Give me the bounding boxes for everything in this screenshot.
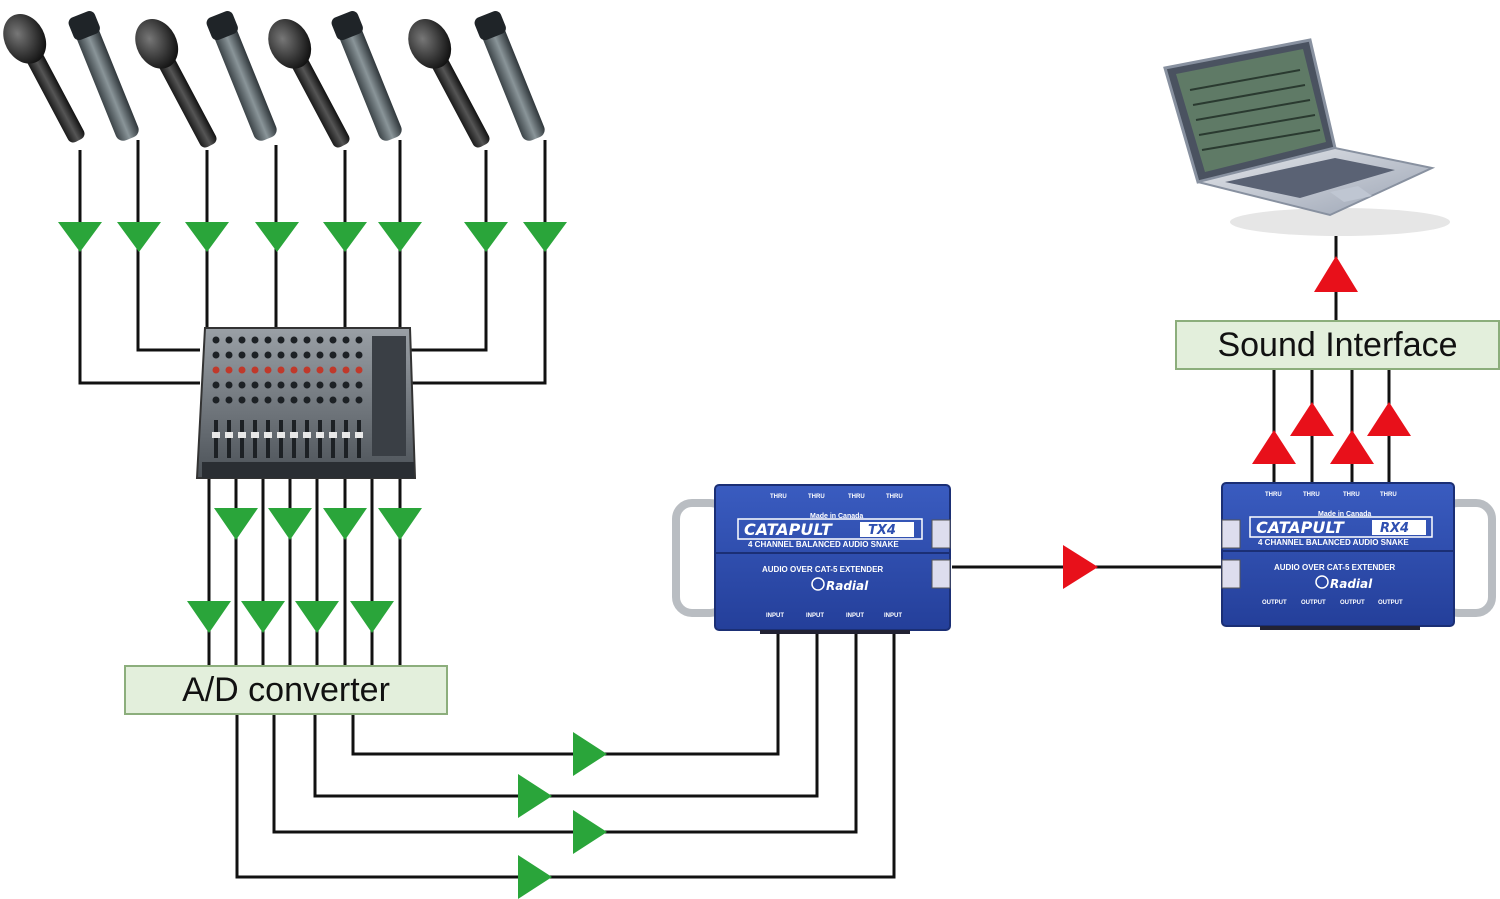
catapult-rx4-device: THRU THRU THRU THRU Made in Canada CATAP…	[1221, 482, 1496, 630]
arrow-down	[295, 601, 339, 633]
ad-converter-box: A/D converter	[124, 665, 448, 715]
device-subtitle: 4 CHANNEL BALANCED AUDIO SNAKE	[748, 540, 899, 549]
device-extender: AUDIO OVER CAT-5 EXTENDER	[762, 565, 883, 574]
port-label: THRU	[1265, 492, 1282, 498]
arrow-up	[1252, 430, 1296, 464]
arrow-down	[323, 508, 367, 540]
made-in-label: Made in Canada	[810, 513, 863, 520]
device-maker: Radial	[826, 579, 869, 593]
arrow-down	[350, 601, 394, 633]
port-label: THRU	[770, 494, 787, 500]
tx-bottom-ports: INPUT INPUT INPUT INPUT	[766, 613, 902, 619]
arrow-down	[185, 222, 229, 252]
port-label: THRU	[1380, 492, 1397, 498]
laptop-icon	[1163, 38, 1450, 236]
port-label: INPUT	[884, 613, 902, 619]
sound-interface-label: Sound Interface	[1217, 325, 1458, 364]
ad-converter-label: A/D converter	[182, 670, 390, 709]
wire-mic-2	[136, 140, 200, 352]
arrow-down	[214, 508, 258, 540]
device-maker: Radial	[1330, 577, 1373, 591]
device-brand: CATAPULT	[744, 520, 833, 539]
microphone-icon	[135, 19, 217, 148]
red-arrows	[1063, 256, 1411, 589]
port-label: INPUT	[846, 613, 864, 619]
rx-top-ports: THRU THRU THRU THRU	[1265, 492, 1397, 498]
port-label: THRU	[848, 494, 865, 500]
green-arrows	[58, 222, 607, 899]
microphone-icon	[68, 11, 139, 141]
arrow-right	[1063, 545, 1098, 589]
sound-interface-box: Sound Interface	[1175, 320, 1500, 370]
mixer-console-icon	[195, 327, 417, 479]
port-label: OUTPUT	[1378, 600, 1403, 606]
microphone-icon	[408, 19, 490, 148]
port-label: OUTPUT	[1340, 600, 1365, 606]
arrow-down	[255, 222, 299, 252]
tx-top-ports: THRU THRU THRU THRU	[770, 494, 903, 500]
wire-ad-tx-3	[272, 630, 858, 834]
port-label: INPUT	[806, 613, 824, 619]
device-brand: CATAPULT	[1256, 518, 1345, 537]
device-subtitle: 4 CHANNEL BALANCED AUDIO SNAKE	[1258, 538, 1409, 547]
made-in-label: Made in Canada	[1318, 511, 1371, 518]
arrow-down	[241, 601, 285, 633]
arrow-up	[1290, 402, 1334, 436]
arrow-right	[518, 855, 552, 899]
arrow-down	[378, 508, 422, 540]
arrow-right	[518, 774, 552, 818]
wire-mic-8	[408, 140, 547, 385]
catapult-tx4-device: THRU THRU THRU THRU Made in Canada CATAP…	[672, 484, 951, 634]
arrow-down	[187, 601, 231, 633]
arrow-up	[1330, 430, 1374, 464]
port-label: THRU	[1343, 492, 1360, 498]
wire-ad-tx-4	[235, 630, 896, 879]
device-model: RX4	[1380, 521, 1409, 536]
arrow-down	[523, 222, 567, 252]
microphones	[3, 11, 545, 148]
port-label: OUTPUT	[1262, 600, 1287, 606]
port-label: THRU	[808, 494, 825, 500]
microphone-icon	[268, 19, 350, 148]
port-label: INPUT	[766, 613, 784, 619]
arrow-down	[58, 222, 102, 252]
wire-mic-7	[408, 150, 488, 352]
arrow-down	[117, 222, 161, 252]
wire-ad-tx-1	[351, 630, 780, 756]
arrow-down	[323, 222, 367, 252]
arrow-up	[1367, 402, 1411, 436]
microphone-icon	[474, 11, 545, 141]
arrow-down	[464, 222, 508, 252]
port-label: THRU	[1303, 492, 1320, 498]
arrow-down	[378, 222, 422, 252]
wire-mic-1	[78, 150, 200, 385]
port-label: OUTPUT	[1301, 600, 1326, 606]
arrow-down	[268, 508, 312, 540]
device-extender: AUDIO OVER CAT-5 EXTENDER	[1274, 563, 1395, 572]
wire-ad-tx-2	[313, 630, 819, 798]
device-model: TX4	[868, 523, 896, 538]
port-label: THRU	[886, 494, 903, 500]
arrow-up	[1314, 256, 1358, 292]
microphone-icon	[3, 14, 85, 143]
microphone-icon	[206, 11, 277, 141]
microphone-icon	[331, 11, 402, 141]
arrow-right	[573, 810, 607, 854]
arrow-right	[573, 732, 607, 776]
rx-bottom-ports: OUTPUT OUTPUT OUTPUT OUTPUT	[1262, 600, 1403, 606]
